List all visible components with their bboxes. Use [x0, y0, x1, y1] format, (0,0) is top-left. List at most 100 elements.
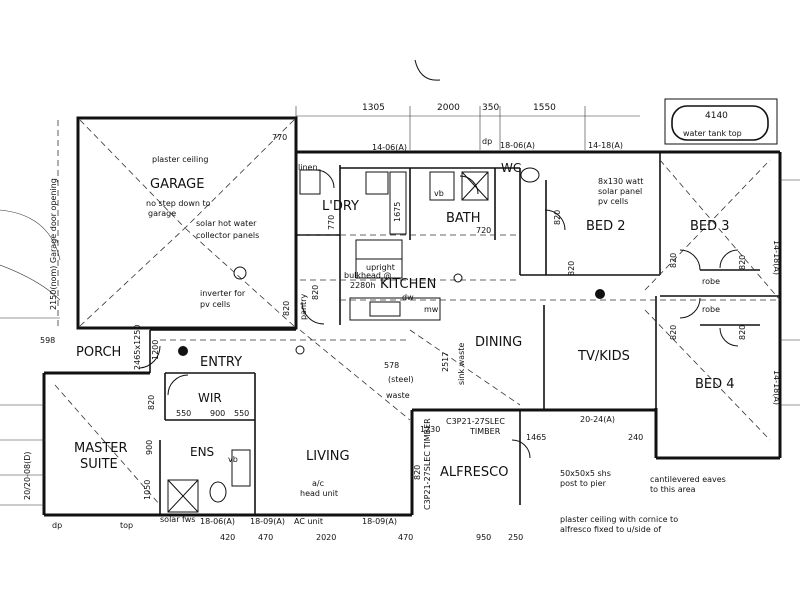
top-dimension-string: 1305 2000 350 1550: [295, 103, 640, 150]
light-fittings: [178, 266, 605, 356]
svg-text:1230: 1230: [420, 425, 440, 434]
dim-2000: 2000: [437, 103, 460, 113]
tank-length: 4140: [705, 111, 728, 121]
svg-text:820: 820: [738, 325, 747, 340]
north-arrow-mark: [414, 59, 441, 81]
svg-text:18-06(A): 18-06(A): [500, 141, 535, 150]
note-solar-panel-2: solar panel: [598, 187, 642, 196]
note-robe-1: robe: [702, 277, 720, 286]
room-bath: BATH: [446, 211, 481, 226]
svg-text:470: 470: [398, 533, 413, 542]
note-post-pier: post to pier: [560, 479, 607, 488]
room-bed4: BED 4: [695, 377, 735, 392]
note-timber: TIMBER: [469, 427, 501, 436]
note-cantilever-area: to this area: [650, 485, 696, 494]
room-wir: WIR: [198, 391, 222, 405]
note-pantry: pantry: [299, 294, 308, 320]
svg-text:250: 250: [508, 533, 523, 542]
note-plaster-cornice: plaster ceiling with cornice to: [560, 515, 678, 524]
garage-door-note: 2150(nom) Garage door opening: [49, 178, 58, 310]
note-no-step: no step down to: [146, 199, 211, 208]
garage-roof-lines: [79, 119, 295, 327]
roof-lines: [54, 159, 781, 506]
svg-text:14-18(A): 14-18(A): [772, 240, 781, 275]
svg-text:14-18(A): 14-18(A): [772, 370, 781, 405]
svg-text:14-18(A): 14-18(A): [588, 141, 623, 150]
svg-text:20/20-08(D): 20/20-08(D): [23, 451, 32, 500]
svg-text:720: 720: [476, 226, 491, 235]
note-timber-beam: C3P21-27SLEC: [446, 417, 505, 426]
note-dp-1: dp: [52, 521, 62, 530]
note-post: 50x50x5 shs: [560, 469, 611, 478]
svg-text:420: 420: [220, 533, 235, 542]
room-porch: PORCH: [76, 345, 121, 360]
bath-fixtures: [299, 167, 540, 235]
left-margin-marks: [0, 179, 800, 506]
note-dw: dw: [402, 293, 414, 302]
note-solar-panel-1: 8x130 watt: [598, 177, 643, 186]
svg-text:1465: 1465: [526, 433, 546, 442]
svg-text:1050: 1050: [143, 480, 152, 500]
svg-text:550: 550: [176, 409, 191, 418]
svg-text:820: 820: [553, 210, 562, 225]
room-bed2: BED 2: [586, 219, 626, 234]
note-collector-panels: collector panels: [196, 231, 259, 240]
svg-text:2465x1250: 2465x1250: [133, 325, 142, 370]
svg-text:18-06(A): 18-06(A): [200, 517, 235, 526]
note-sink-waste: sink waste: [457, 343, 466, 385]
dim-350: 350: [482, 103, 499, 113]
note-inverter: inverter for: [200, 289, 246, 298]
room-bed3: BED 3: [690, 219, 730, 234]
note-waste: waste: [386, 391, 410, 400]
svg-text:820: 820: [669, 253, 678, 268]
annotations: plaster ceiling no step down to garage s…: [52, 137, 726, 534]
note-mw: mw: [424, 305, 439, 314]
svg-text:900: 900: [145, 440, 154, 455]
svg-text:820: 820: [669, 325, 678, 340]
svg-text:598: 598: [40, 336, 55, 345]
small-dimensions: 770 770 1675 720 820 820 820 820 820 820…: [40, 133, 747, 542]
svg-text:2020: 2020: [316, 533, 336, 542]
note-vb: vb: [434, 189, 444, 198]
room-master-line1: MASTER: [74, 441, 128, 456]
kitchen-bench: [300, 234, 520, 321]
svg-text:578: 578: [384, 361, 399, 370]
note-timber-vertical: C3P21-27SLEC TIMBER: [423, 418, 432, 510]
note-solar-hot-water: solar hot water: [196, 219, 257, 228]
room-dining: DINING: [475, 335, 522, 350]
svg-text:820: 820: [311, 285, 320, 300]
dim-1550: 1550: [533, 103, 556, 113]
svg-text:820: 820: [282, 301, 291, 316]
note-ac: a/c: [312, 479, 324, 488]
dim-1305: 1305: [362, 103, 385, 113]
note-solar-panel-3: pv cells: [598, 197, 628, 206]
water-tank-label: water tank top: [683, 129, 742, 138]
svg-text:770: 770: [327, 215, 336, 230]
svg-text:820: 820: [738, 255, 747, 270]
svg-text:820: 820: [147, 395, 156, 410]
svg-text:14-06(A): 14-06(A): [372, 143, 407, 152]
ensuite-fixtures: [167, 449, 251, 513]
note-robe-2: robe: [702, 305, 720, 314]
note-ac-head: head unit: [300, 489, 338, 498]
svg-text:20-24(A): 20-24(A): [580, 415, 615, 424]
note-plaster-cornice-2: alfresco fixed to u/side of: [560, 525, 661, 534]
note-upright: upright: [366, 263, 395, 272]
water-tank: 4140 water tank top: [664, 98, 778, 145]
svg-text:820: 820: [413, 465, 422, 480]
room-labels: GARAGE KITCHEN BATH L'DRY WC BED 2 BED 3…: [74, 161, 735, 480]
room-garage: GARAGE: [150, 177, 204, 192]
svg-text:1675: 1675: [393, 202, 402, 222]
note-dp-2: dp: [482, 137, 492, 146]
room-ensuite: ENS: [190, 445, 214, 459]
svg-text:820: 820: [567, 261, 576, 276]
room-wc: WC: [501, 161, 521, 175]
top-lintels: 14-06(A) 18-06(A) 14-18(A) 18-06(A) 18-0…: [200, 141, 623, 526]
room-laundry: L'DRY: [322, 199, 359, 214]
note-pv-cells: pv cells: [200, 300, 230, 309]
room-living: LIVING: [306, 449, 350, 464]
note-bulkhead-height: 2280h: [350, 281, 375, 290]
note-steel: (steel): [388, 375, 414, 384]
svg-text:2517: 2517: [441, 352, 450, 372]
